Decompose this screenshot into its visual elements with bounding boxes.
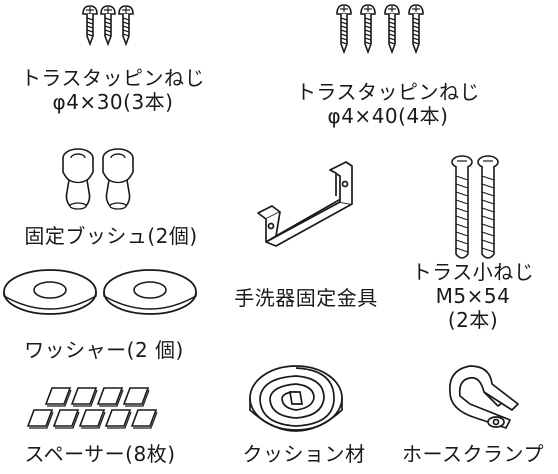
label-line: ワッシャー(2 個): [24, 338, 184, 362]
label-line: φ4×30(3本): [52, 90, 174, 114]
label-line: トラス小ねじ: [411, 260, 535, 284]
bracket-icon: [257, 161, 353, 247]
tapping-screw-40-icon: [336, 4, 424, 53]
label-spacers: スペーサー(8枚): [2, 442, 198, 466]
label-washers: ワッシャー(2 個): [4, 338, 204, 362]
label-line: スペーサー(8枚): [24, 442, 176, 466]
label-line: (2本): [447, 308, 499, 332]
label-line: M5×54: [435, 284, 511, 308]
label-bracket: 手洗器固定金具: [216, 286, 396, 310]
label-line: トラスタッピンねじ: [20, 66, 206, 90]
label-screws-40: トラスタッピンねじ φ4×40(4本): [276, 80, 500, 128]
label-line: 手洗器固定金具: [234, 286, 378, 310]
label-bushing: 固定ブッシュ(2個): [4, 224, 218, 248]
label-line: φ4×40(4本): [327, 104, 449, 128]
bushing-icon: [62, 148, 134, 210]
tapping-screw-30-icon: [82, 5, 134, 45]
washer-icon: [3, 269, 197, 315]
label-line: クッション材: [242, 442, 366, 466]
label-hose-clamp: ホースクランプ: [392, 442, 554, 466]
machine-screw-icon: [451, 155, 499, 259]
label-machine-screws: トラス小ねじ M5×54 (2本): [398, 260, 548, 332]
label-line: ホースクランプ: [402, 442, 544, 466]
label-line: トラスタッピンねじ: [295, 80, 481, 104]
label-line: 固定ブッシュ(2個): [24, 224, 198, 248]
cushion-icon: [249, 365, 343, 432]
spacer-icon: [27, 387, 158, 429]
label-cushion: クッション材: [236, 442, 372, 466]
hose-clamp-icon: [449, 365, 519, 429]
label-screws-30: トラスタッピンねじ φ4×30(3本): [8, 66, 218, 114]
